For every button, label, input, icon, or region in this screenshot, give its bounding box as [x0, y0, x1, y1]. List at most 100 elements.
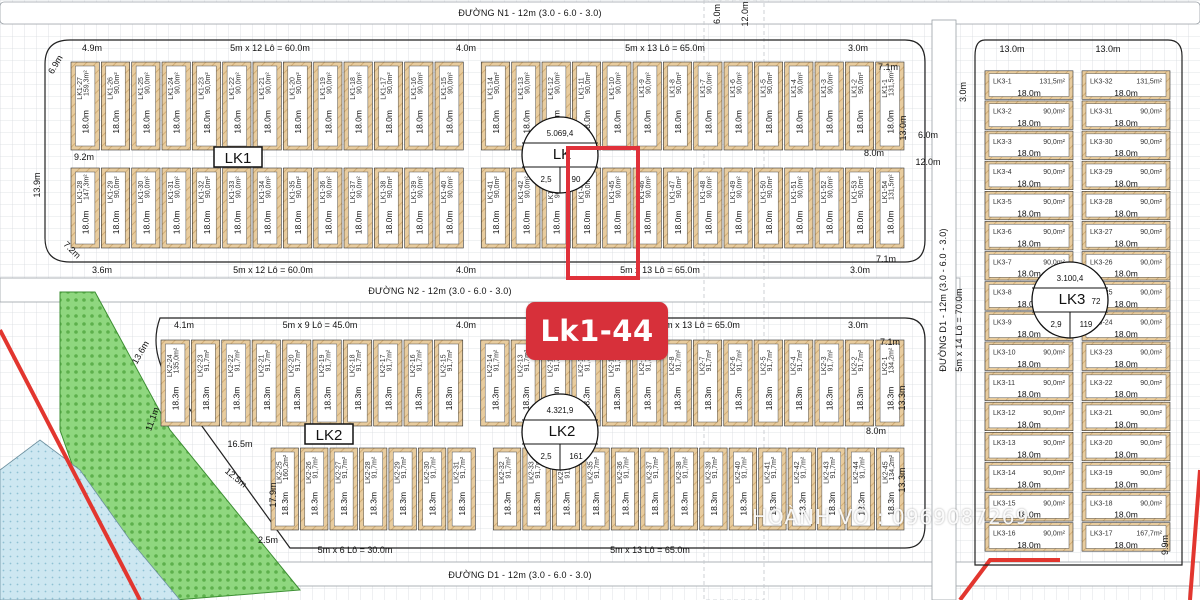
lot-lk1-7[interactable]: LK1-790,0m²18.0m — [693, 61, 723, 151]
lot-lk2-15[interactable]: LK2-1591,7m²18.3m — [434, 339, 464, 427]
lot-lk3-26[interactable]: LK3-2690,0m²18.0m — [1081, 251, 1171, 281]
lot-lk2-10[interactable]: LK2-1091,7m²18.3m — [601, 339, 631, 427]
lot-lk3-11[interactable]: LK3-1190,0m²18.0m — [984, 371, 1074, 401]
lot-lk3-14[interactable]: LK3-1490,0m²18.0m — [984, 462, 1074, 492]
lot-lk1-52[interactable]: LK1-5290,0m²18.0m — [814, 167, 844, 249]
lot-lk3-15[interactable]: LK3-1590,0m²18.0m — [984, 492, 1074, 522]
lot-lk1-22[interactable]: LK1-2290,0m²18.0m — [222, 61, 252, 151]
lot-lk2-5[interactable]: LK2-591,7m²18.3m — [753, 339, 783, 427]
lot-lk1-47[interactable]: LK1-4790,0m²18.0m — [663, 167, 692, 249]
lot-lk3-27[interactable]: LK3-2790,0m²18.0m — [1081, 221, 1171, 251]
lot-lk1-44[interactable]: LK1-4490,0m²18.0m — [572, 167, 601, 249]
lot-lk1-35[interactable]: LK1-3590,0m²18.0m — [283, 167, 312, 249]
lot-lk1-21[interactable]: LK1-2190,0m²18.0m — [252, 61, 282, 151]
lot-lk3-18[interactable]: LK3-1890,0m²18.0m — [1081, 492, 1171, 522]
lot-lk1-4[interactable]: LK1-490,0m²18.0m — [784, 61, 814, 151]
lot-lk3-32[interactable]: LK3-32131,5m²18.0m — [1081, 70, 1171, 100]
lot-lk1-45[interactable]: LK1-4590,0m²18.0m — [602, 167, 632, 249]
lot-lk3-1[interactable]: LK3-1131,5m²18.0m — [984, 70, 1074, 100]
lot-lk1-18[interactable]: LK1-1890,0m²18.0m — [343, 61, 373, 151]
lot-lk1-49[interactable]: LK1-4990,0m²18.0m — [723, 167, 753, 249]
lot-lk1-31[interactable]: LK1-3190,0m²18.0m — [161, 167, 191, 249]
lot-lk3-16[interactable]: LK3-1690,0m²18.0m — [984, 522, 1074, 552]
lot-lk1-39[interactable]: LK1-3990,0m²18.0m — [404, 167, 434, 249]
lot-lk2-7[interactable]: LK2-791,7m²18.3m — [693, 339, 723, 427]
lot-lk2-18[interactable]: LK2-1891,7m²18.3m — [342, 339, 372, 427]
lot-lk3-5[interactable]: LK3-590,0m²18.0m — [984, 191, 1074, 221]
lot-lk1-16[interactable]: LK1-1690,0m²18.0m — [404, 61, 434, 151]
lot-lk3-3[interactable]: LK3-390,0m²18.0m — [984, 130, 1074, 160]
lot-lk1-17[interactable]: LK1-1790,0m²18.0m — [374, 61, 403, 151]
lot-lk2-32[interactable]: LK2-3291,7m²18.3m — [493, 447, 522, 531]
lot-lk3-22[interactable]: LK3-2290,0m²18.0m — [1081, 371, 1171, 401]
lot-lk2-6[interactable]: LK2-691,7m²18.3m — [723, 339, 753, 427]
lot-lk2-38[interactable]: LK2-3891,7m²18.3m — [669, 447, 698, 531]
lot-lk3-19[interactable]: LK3-1990,0m²18.0m — [1081, 462, 1171, 492]
lot-lk1-32[interactable]: LK1-3290,0m²18.0m — [192, 167, 221, 249]
lot-lk1-11[interactable]: LK1-1190,0m²18.0m — [572, 61, 601, 151]
lot-lk3-28[interactable]: LK3-2890,0m²18.0m — [1081, 191, 1171, 221]
lot-lk3-6[interactable]: LK3-690,0m²18.0m — [984, 221, 1074, 251]
lot-lk1-26[interactable]: LK1-2690,0m²18.0m — [101, 61, 130, 151]
lot-lk1-14[interactable]: LK1-1490,0m²18.0m — [481, 61, 510, 151]
lot-lk2-40[interactable]: LK2-4091,7m²18.3m — [728, 447, 757, 531]
lot-lk1-8[interactable]: LK1-890,0m²18.0m — [663, 61, 692, 151]
lot-lk2-27[interactable]: LK2-2791,7m²18.3m — [329, 447, 358, 531]
lot-lk3-20[interactable]: LK3-2090,0m²18.0m — [1081, 431, 1171, 462]
lot-lk2-30[interactable]: LK2-3091,7m²18.3m — [418, 447, 447, 531]
lot-lk2-14[interactable]: LK2-1491,7m²18.3m — [480, 339, 510, 427]
lot-lk3-30[interactable]: LK3-3090,0m²18.0m — [1081, 130, 1171, 160]
lot-lk2-1[interactable]: LK2-1134,2m²18.3m — [875, 339, 905, 427]
lot-lk1-29[interactable]: LK1-2990,0m²18.0m — [101, 167, 130, 249]
lot-lk3-10[interactable]: LK3-1090,0m²18.0m — [984, 341, 1074, 371]
lot-lk2-22[interactable]: LK2-2291,7m²18.3m — [221, 339, 251, 427]
lot-lk1-28[interactable]: LK1-28147,3m²18.0m — [70, 167, 100, 249]
lot-lk1-42[interactable]: LK1-4290,0m²18.0m — [511, 167, 541, 249]
lot-lk2-41[interactable]: LK2-4191,7m²18.3m — [758, 447, 787, 531]
lot-lk3-12[interactable]: LK3-1290,0m²18.0m — [984, 401, 1074, 431]
lot-lk3-13[interactable]: LK3-1390,0m²18.0m — [984, 431, 1074, 462]
lot-lk2-16[interactable]: LK2-1691,7m²18.3m — [403, 339, 433, 427]
lot-lk2-43[interactable]: LK2-4391,7m²18.3m — [817, 447, 846, 531]
lot-lk2-26[interactable]: LK2-2691,7m²18.3m — [300, 447, 329, 531]
lot-lk1-53[interactable]: LK1-5390,0m²18.0m — [845, 167, 874, 249]
lot-lk1-33[interactable]: LK1-3390,0m²18.0m — [222, 167, 252, 249]
lot-lk2-3[interactable]: LK2-391,7m²18.3m — [814, 339, 844, 427]
lot-lk2-9[interactable]: LK2-991,7m²18.3m — [632, 339, 662, 427]
lot-lk2-42[interactable]: LK2-4291,7m²18.3m — [787, 447, 816, 531]
lot-lk1-54[interactable]: LK1-54131,5m²18.0m — [875, 167, 905, 249]
lot-lk3-23[interactable]: LK3-2390,0m²18.0m — [1081, 341, 1171, 371]
lot-lk1-40[interactable]: LK1-4090,0m²18.0m — [434, 167, 464, 249]
lot-lk2-37[interactable]: LK2-3791,7m²18.3m — [640, 447, 669, 531]
lot-lk2-29[interactable]: LK2-2991,7m²18.3m — [388, 447, 417, 531]
lot-lk1-2[interactable]: LK1-290,0m²18.0m — [845, 61, 874, 151]
lot-lk1-15[interactable]: LK1-1590,0m²18.0m — [434, 61, 464, 151]
lot-lk1-23[interactable]: LK1-2390,0m²18.0m — [192, 61, 221, 151]
lot-lk2-28[interactable]: LK2-2891,7m²18.3m — [359, 447, 388, 531]
lot-lk2-19[interactable]: LK2-1991,7m²18.3m — [312, 339, 342, 427]
lot-lk2-23[interactable]: LK2-2391,7m²18.3m — [191, 339, 221, 427]
lot-lk1-19[interactable]: LK1-1990,0m²18.0m — [313, 61, 343, 151]
lot-lk2-25[interactable]: LK2-25160,2m²18.3m — [270, 447, 299, 531]
lot-lk2-39[interactable]: LK2-3991,7m²18.3m — [699, 447, 728, 531]
lot-lk1-34[interactable]: LK1-3490,0m²18.0m — [252, 167, 282, 249]
lot-lk2-21[interactable]: LK2-2191,7m²18.3m — [251, 339, 281, 427]
lot-lk1-3[interactable]: LK1-390,0m²18.0m — [814, 61, 844, 151]
lot-lk1-36[interactable]: LK1-3690,0m²18.0m — [313, 167, 343, 249]
lot-lk3-17[interactable]: LK3-17167,7m²18.0m — [1081, 522, 1171, 552]
lot-lk3-2[interactable]: LK3-290,0m²18.0m — [984, 100, 1074, 130]
lot-lk2-20[interactable]: LK2-2091,7m²18.3m — [282, 339, 312, 427]
lot-lk2-44[interactable]: LK2-4491,7m²18.3m — [846, 447, 875, 531]
lot-lk2-45[interactable]: LK2-45134,2m²18.3m — [876, 447, 905, 531]
lot-lk2-24[interactable]: LK2-24135,0m²18.3m — [160, 339, 190, 427]
lot-lk1-25[interactable]: LK1-2590,0m²18.0m — [131, 61, 161, 151]
lot-lk1-6[interactable]: LK1-690,0m²18.0m — [723, 61, 753, 151]
lot-lk3-21[interactable]: LK3-2190,0m²18.0m — [1081, 401, 1171, 431]
lot-lk1-10[interactable]: LK1-1090,0m²18.0m — [602, 61, 632, 151]
lot-lk2-8[interactable]: LK2-891,7m²18.3m — [662, 339, 692, 427]
lot-lk2-36[interactable]: LK2-3691,7m²18.3m — [610, 447, 640, 531]
lot-lk3-4[interactable]: LK3-490,0m²18.0m — [984, 160, 1074, 191]
lot-lk1-5[interactable]: LK1-590,0m²18.0m — [754, 61, 783, 151]
lot-lk1-20[interactable]: LK1-2090,0m²18.0m — [283, 61, 312, 151]
lot-lk1-50[interactable]: LK1-5090,0m²18.0m — [754, 167, 783, 249]
